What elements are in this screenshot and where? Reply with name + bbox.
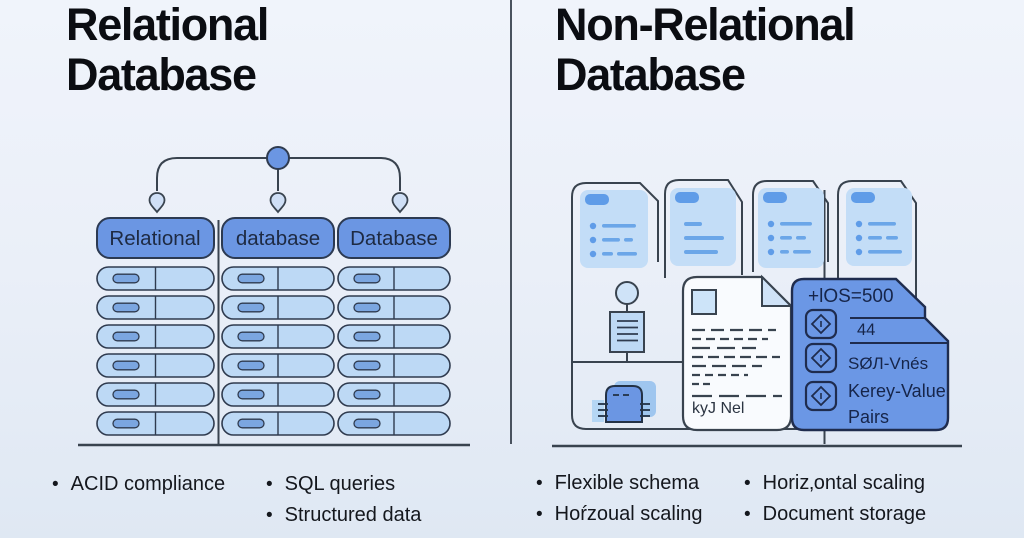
table-headers: Relational database Database bbox=[96, 217, 451, 259]
list-item: • SQL queries bbox=[266, 473, 421, 496]
bullet-dot-icon: • bbox=[266, 474, 273, 495]
table-row-cell bbox=[221, 382, 335, 407]
table-row-cell bbox=[221, 324, 335, 349]
bullet-label: Structured data bbox=[284, 504, 422, 526]
list-item: • Document storage bbox=[744, 503, 926, 526]
panel-item: Pairs bbox=[848, 407, 889, 427]
list-item: • Structured data bbox=[266, 504, 421, 527]
arrow-down-icon bbox=[391, 192, 409, 213]
bullet-label: Flexible schema bbox=[554, 472, 700, 494]
panel-item: SØЛ-Vnés bbox=[848, 354, 928, 373]
table-row-cell bbox=[337, 353, 451, 378]
code-diamond-icon bbox=[804, 380, 838, 412]
table-header-label: database bbox=[236, 227, 320, 250]
doc-card-icon bbox=[846, 188, 912, 266]
table-row-cell bbox=[96, 266, 215, 291]
right-title: Non-Relational Database bbox=[555, 0, 856, 101]
bullet-dot-icon: • bbox=[266, 505, 273, 526]
table-row-cell bbox=[221, 353, 335, 378]
bullet-label: Horiz‚ontal scaling bbox=[762, 472, 925, 494]
arrow-down-icon bbox=[269, 192, 287, 213]
table-row-cell bbox=[96, 324, 215, 349]
table-row-cell bbox=[337, 324, 451, 349]
table-row-cell bbox=[96, 382, 215, 407]
table-header-label: Database bbox=[350, 227, 438, 250]
relational-table-rows bbox=[96, 266, 451, 436]
bullet-dot-icon: • bbox=[536, 504, 543, 525]
table-row-cell bbox=[96, 295, 215, 320]
left-bullets-col1: • ACID compliance bbox=[52, 473, 225, 504]
list-item: • ACID compliance bbox=[52, 473, 225, 496]
document-cards bbox=[580, 188, 912, 268]
relational-diagram: Relational database Database bbox=[78, 146, 470, 447]
table-row-cell bbox=[337, 411, 451, 436]
left-title: Relational Database bbox=[66, 0, 269, 101]
doc-card-icon bbox=[580, 190, 648, 268]
arrow-down-icon bbox=[148, 192, 166, 213]
bullet-dot-icon: • bbox=[744, 504, 751, 525]
non-relational-diagram: kyJ Nel +lOS=500 44 SØ bbox=[552, 179, 962, 448]
table-row-cell bbox=[221, 295, 335, 320]
table-row-cell bbox=[337, 382, 451, 407]
document-label: kyJ Nel bbox=[692, 400, 744, 417]
tree-root-icon bbox=[266, 146, 290, 170]
right-bullets-col1: • Flexible schema • Hoŕzoual scaling bbox=[536, 472, 703, 534]
bullet-dot-icon: • bbox=[536, 473, 543, 494]
bullet-label: SQL queries bbox=[284, 473, 396, 495]
doc-square-icon bbox=[691, 289, 717, 315]
bullet-label: Hoŕzoual scaling bbox=[554, 503, 703, 525]
code-diamond-icon bbox=[804, 342, 838, 374]
table-row-cell bbox=[337, 295, 451, 320]
table-row-cell bbox=[221, 411, 335, 436]
server-icon bbox=[592, 381, 656, 423]
table-row-cell bbox=[96, 353, 215, 378]
code-diamond-icon bbox=[804, 308, 838, 340]
panel-item: 44 bbox=[857, 321, 875, 339]
white-document: kyJ Nel bbox=[681, 274, 794, 432]
table-row-cell bbox=[96, 411, 215, 436]
list-item: • Horiz‚ontal scaling bbox=[744, 472, 926, 495]
flow-diagram bbox=[572, 281, 824, 423]
panel-title: +lOS=500 bbox=[808, 286, 894, 307]
list-item: • Hoŕzoual scaling bbox=[536, 503, 703, 526]
bullet-label: Document storage bbox=[762, 503, 927, 525]
left-bullets-col2: • SQL queries • Structured data bbox=[266, 473, 421, 535]
right-bullets-col2: • Horiz‚ontal scaling • Document storage bbox=[744, 472, 926, 534]
doc-card-icon bbox=[758, 188, 824, 268]
blue-code-panel: +lOS=500 44 SØЛ-Vnés Kerey-Value Pairs bbox=[790, 277, 950, 432]
table-header-label: Relational bbox=[109, 227, 200, 250]
list-item: • Flexible schema bbox=[536, 472, 703, 495]
center-divider bbox=[510, 0, 512, 444]
panel-item: Kerey-Value bbox=[848, 381, 946, 401]
bullet-dot-icon: • bbox=[52, 474, 59, 495]
flow-circle-icon bbox=[615, 281, 639, 305]
flow-list-box-icon bbox=[609, 311, 645, 353]
table-row-cell bbox=[337, 266, 451, 291]
bullet-dot-icon: • bbox=[744, 473, 751, 494]
folded-corner-icon bbox=[761, 274, 794, 307]
tree-connector bbox=[148, 146, 409, 213]
doc-dashed-text-lines bbox=[692, 328, 782, 398]
table-row-cell bbox=[221, 266, 335, 291]
bullet-label: ACID compliance bbox=[70, 473, 226, 495]
doc-card-icon bbox=[670, 188, 736, 266]
